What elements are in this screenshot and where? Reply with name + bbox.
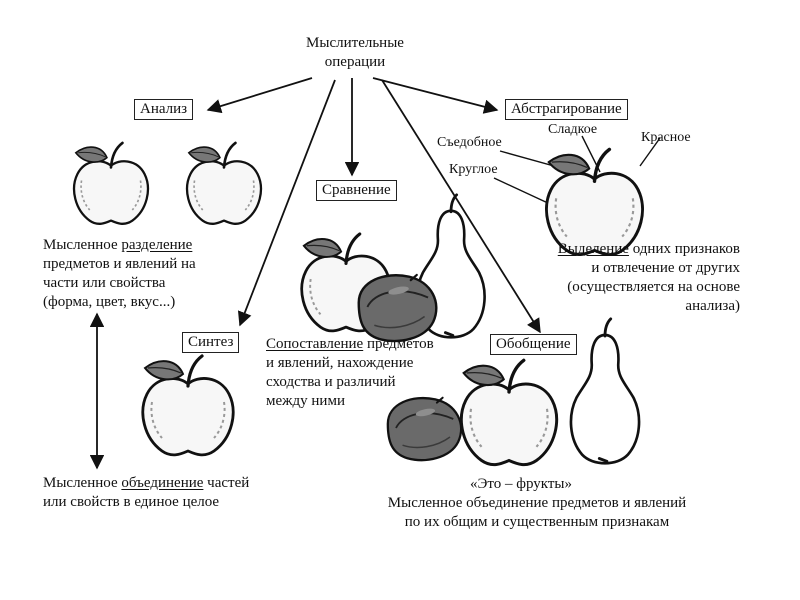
apple-icon xyxy=(459,358,559,467)
analysis-desc-line1: Мысленное разделение xyxy=(43,237,193,253)
comparison-desc-line3: сходства и различий xyxy=(266,374,396,390)
synthesis-desc-line2: или свойств в единое целое xyxy=(43,494,220,510)
generalization-desc-line2: по их общим и существенным признакам xyxy=(404,514,670,530)
synthesis-title-box: Синтез xyxy=(182,332,240,353)
abstraction-tag-sweet: Сладкое xyxy=(548,122,598,137)
abstraction-desc-line1: Выделение одних признаков xyxy=(557,241,740,257)
comparison-description: Сопоставление предметов и явлений, нахож… xyxy=(266,335,434,411)
comparison-desc-line1: Сопоставление предметов xyxy=(266,336,434,352)
abstraction-tag-edible: Съедобное xyxy=(437,135,502,150)
analysis-desc-line3: части или свойства xyxy=(43,275,166,291)
generalization-description: Мысленное объединение предметов и явлени… xyxy=(333,494,741,532)
generalization-quote: «Это – фрукты» xyxy=(470,476,573,492)
abstraction-description: Выделение одних признаков и отвлечение о… xyxy=(495,240,740,316)
abstraction-keyword: Выделение xyxy=(557,241,629,257)
apple-icon xyxy=(544,147,645,257)
root-label-line1: Мыслительные xyxy=(306,35,404,51)
synthesis-desc-line1: Мысленное объединение частей xyxy=(43,475,250,491)
abstraction-desc-line2: и отвлечение от других xyxy=(591,260,740,276)
synthesis-keyword: объединение xyxy=(121,475,204,491)
analysis-title-box: Анализ xyxy=(134,99,194,120)
apple-icon xyxy=(72,141,150,226)
generalization-title-box: Обобщение xyxy=(490,334,577,355)
pear-icon xyxy=(569,317,641,465)
generalization-desc-line1: Мысленное объединение предметов и явлени… xyxy=(387,495,687,511)
root-label-line2: операции xyxy=(324,54,386,70)
abstraction-tag-red: Красное xyxy=(641,130,691,145)
apple-icon xyxy=(141,354,235,457)
abstraction-desc-line3: (осуществляется на основе xyxy=(567,279,740,295)
comparison-title-box: Сравнение xyxy=(316,180,397,201)
comparison-keyword: Сопоставление xyxy=(266,336,364,352)
abstraction-tag-round: Круглое xyxy=(449,162,498,177)
analysis-keyword: разделение xyxy=(121,237,193,253)
comparison-desc-line4: между ними xyxy=(266,393,345,409)
root-label: Мыслительные операции xyxy=(293,34,417,72)
abstraction-title-box: Абстрагирование xyxy=(505,99,628,120)
arrow-icon xyxy=(206,77,541,334)
analysis-description: Мысленное разделение предметов и явлений… xyxy=(43,236,196,312)
analysis-desc-line2: предметов и явлений на xyxy=(43,256,196,272)
abstraction-desc-line4: анализа) xyxy=(685,298,740,314)
analysis-desc-line4: (форма, цвет, вкус...) xyxy=(43,294,176,310)
plum-icon xyxy=(357,273,438,343)
apple-icon xyxy=(185,141,263,226)
synthesis-description: Мысленное объединение частей или свойств… xyxy=(43,474,249,512)
comparison-desc-line2: и явлений, нахождение xyxy=(266,355,414,371)
